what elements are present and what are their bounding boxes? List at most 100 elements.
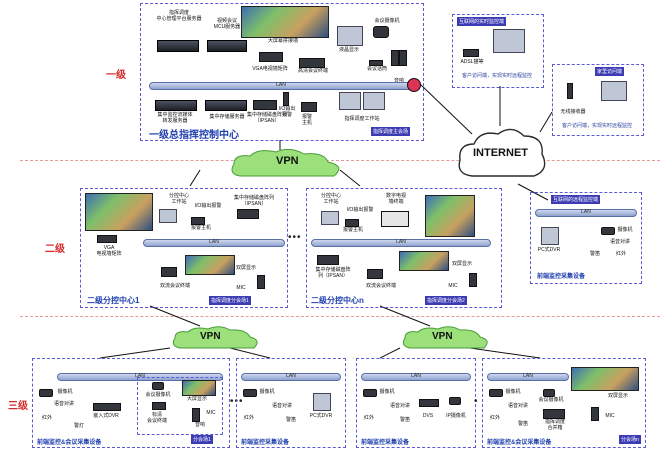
- speaker-icon-right: [399, 50, 407, 66]
- ellipsis-level2: •••: [288, 232, 302, 243]
- vga-matrix-icon: [259, 52, 283, 62]
- sub-center-n: 分控中心 工作站 I/O输出报警 报警主机 数字电视 墙终端 LAN 集中存储磁…: [306, 188, 502, 308]
- g1-conference-subbox: 会议摄像机 大屏显示 标清 会议终端 MIC 音响: [137, 377, 223, 435]
- remote-frontend-alarm-label: 警笛: [589, 251, 600, 257]
- remote-client-note: 客户访问端，实现实时远程监控: [461, 73, 532, 79]
- g1-ir-label: 红外: [41, 415, 52, 421]
- sub1-screen-label: 双屏显示: [235, 265, 256, 271]
- hd-terminal-label: 高清会议终端: [297, 68, 328, 74]
- g4-lan-bar: LAN: [487, 373, 569, 381]
- g2-pcdvr-label: PC式DVR: [309, 413, 333, 419]
- dispatch-workstation-icon: [339, 92, 361, 110]
- subn-ipsan-label: 集中存储磁盘阵 列（IPSAN）: [315, 267, 351, 279]
- alarm-host-icon: [301, 102, 317, 112]
- subn-hd-label: 双流会议终端: [365, 283, 396, 289]
- sub1-mic-label: MIC: [236, 285, 246, 291]
- subn-video-wall: [425, 195, 475, 237]
- sub1-alarm-label: 报警主机: [190, 225, 211, 231]
- g3-footer: 前端监控采集设备: [361, 440, 410, 446]
- g1-talk-label: 语音对讲: [53, 401, 74, 407]
- subn-decoder-label: 数字电视 墙终端: [385, 193, 406, 205]
- family-client-note: 客户访问端，实现实时远程监控: [561, 123, 632, 129]
- remote-frontend-box: 互联网的远程监控端 LAN 摄像机 PC式DVR 语音对讲 警笛 红外 前端监控…: [530, 192, 642, 284]
- lcd-label: 液晶显示: [338, 47, 359, 53]
- g1-camera-icon: [39, 389, 53, 397]
- g1-speaker-icon: [192, 408, 200, 422]
- sub1-hd-label: 双流会议终端: [159, 283, 190, 289]
- g2-alarm-label: 警笛: [285, 417, 296, 423]
- g1-dvr-icon: [93, 403, 121, 411]
- sub1-video-wall: [85, 193, 153, 231]
- g2-camera-label: 摄像机: [259, 389, 275, 395]
- hd-terminal-icon: [299, 58, 325, 68]
- g2-footer: 前端监控采集设备: [241, 440, 290, 446]
- remote-frontend-footer: 前端监控采集设备: [537, 274, 586, 280]
- level1-command-center: 指挥调度 中心管理平台服务器 视频会议 MCU服务器 大屏幕拼接墙 VGA电视墙…: [140, 3, 424, 141]
- platform-server-icon: [157, 40, 199, 52]
- remote-frontend-title: 互联网的远程监控端: [551, 195, 601, 204]
- g4-dual-screen: [571, 367, 639, 391]
- g2-lan-label: LAN: [286, 373, 296, 379]
- g3-camera-icon: [363, 389, 377, 397]
- sub1-ipsan-label: 集中存储磁盘阵列 （IPSAN）: [233, 195, 274, 207]
- storage-server-icon: [205, 100, 247, 111]
- internet-cloud: [458, 128, 546, 177]
- front-group-4: LAN 摄像机 语音对讲 红外 警笛 会议摄像机 指挥调度 合并箱 双屏显示 M…: [482, 358, 646, 448]
- sub1-hd-terminal-icon: [161, 267, 177, 277]
- separator-level1-2: [20, 160, 660, 161]
- remote-frontend-pcdvr-label: PC式DVR: [537, 247, 561, 253]
- g1-dvr-label: 嵌入式DVR: [93, 413, 119, 419]
- sub1-ipsan-icon: [237, 209, 259, 219]
- subn-lan-label: LAN: [396, 239, 406, 245]
- dispatch-workstation-icon-2: [363, 92, 385, 110]
- front-group-1: LAN 摄像机 语音对讲 红外 警灯 嵌入式DVR 会议摄像机 大屏显示 标清 …: [32, 358, 230, 448]
- sub1-io-label: I/O输出报警: [194, 203, 222, 209]
- vpn-left-label: VPN: [200, 331, 221, 342]
- remote-frontend-camera-icon: [601, 227, 615, 235]
- subn-lan-bar: LAN: [311, 239, 491, 247]
- conference-camera-icon: [373, 26, 389, 38]
- vpn-right-label: VPN: [432, 331, 453, 342]
- g1-footer: 前端监控&会议采集设备: [37, 440, 102, 446]
- vpn-cloud-top: [231, 148, 340, 177]
- g4-mic-label: MIC: [605, 413, 615, 419]
- sub1-speaker-icon: [257, 275, 265, 289]
- family-access-title: 家里访问端: [595, 67, 625, 76]
- remote-frontend-talk-label: 语音对讲: [609, 239, 630, 245]
- remote-monitor-box: 互联网的实时监控端 ADSL猫等 客户访问端，实现实时远程监控: [452, 14, 544, 88]
- subn-ipsan-icon: [317, 255, 339, 265]
- sub1-alarm-icon: [191, 217, 205, 225]
- front-group-3: LAN 摄像机 语音对讲 红外 警笛 DVS IP摄像机 前端监控采集设备: [356, 358, 476, 448]
- stream-server-label: 集中监控流媒体 转发服务器: [157, 112, 193, 124]
- g4-tag: 分会场n: [619, 435, 641, 444]
- sub1-lan-label: LAN: [209, 239, 219, 245]
- ellipsis-level3-b: •: [474, 396, 479, 407]
- storage-server-label: 集中存储服务器: [209, 114, 245, 120]
- mic-label: 会议话筒: [366, 66, 387, 72]
- g3-ipcam-label: IP摄像机: [446, 413, 466, 419]
- subn-dual-screen: [399, 251, 449, 271]
- g3-talk-label: 语音对讲: [389, 403, 410, 409]
- big-screen-label: 大屏幕拼接墙: [267, 38, 298, 44]
- remote-monitor-title: 互联网的实时监控端: [457, 17, 507, 26]
- vpn-cloud-right: [402, 326, 488, 349]
- g3-dvs-icon: [419, 399, 439, 407]
- remote-frontend-ir-label: 红外: [615, 251, 626, 257]
- subn-mic-label: MIC: [448, 283, 458, 289]
- family-laptop-icon: [601, 81, 627, 101]
- sub1-dual-screen: [185, 255, 235, 275]
- sub1-workstation-icon: [159, 209, 177, 223]
- remote-frontend-lan-bar: LAN: [535, 209, 637, 217]
- lcd-icon: [337, 26, 363, 46]
- g4-camera-icon: [489, 389, 503, 397]
- g1-mic-label: MIC: [206, 410, 216, 416]
- sub1-lan-bar: LAN: [143, 239, 285, 247]
- g4-talk-label: 语音对讲: [507, 403, 528, 409]
- family-access-box: 家里访问端 无线接收器 客户访问端，实现实时远程监控: [552, 64, 644, 136]
- g1-speaker-label: 音响: [194, 422, 205, 428]
- level3-label: 三级: [8, 401, 28, 412]
- subn-tag: 指挥调度分会场2: [425, 296, 467, 305]
- subn-hd-terminal-icon: [367, 269, 383, 279]
- subn-decoder-icon: [381, 211, 409, 227]
